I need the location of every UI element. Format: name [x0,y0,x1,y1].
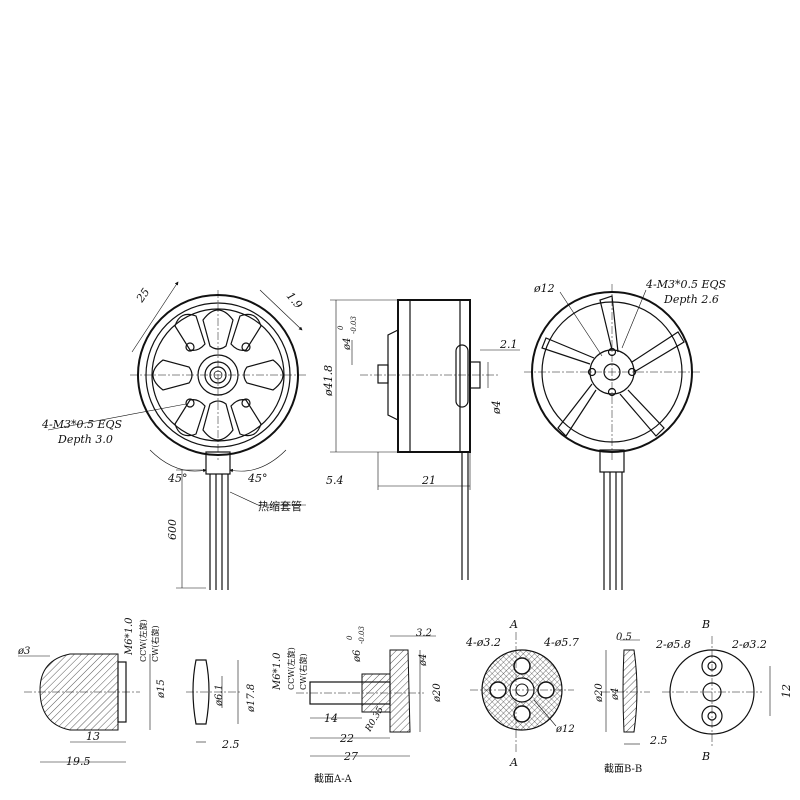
nut-ccw-label: CCW(左旋) [138,619,148,662]
washer-dia178-label: ø17.8 [246,684,257,713]
heat-shrink-label: 热缩套管 [258,499,302,513]
plate-a-holes2-label: 4-ø5.7 [543,636,579,649]
side-shaft-tol-label: 0 [337,325,345,330]
side-shaft-dia-label: ø4 [342,338,353,351]
plate-a-holes1-label: 4-ø3.2 [465,636,501,649]
prop-nut-view: ø3 M6*1.0 CCW(左旋) CW(右旋) ø15 13 19.5 [17,617,167,768]
adapter-dia20-label: ø20 [432,683,443,703]
plate-side-dia4-label: ø4 [610,688,621,701]
plate-b-holes1-label: 2-ø5.8 [655,638,691,651]
adapter-dia6-label: ø6 [352,649,363,663]
nut-len195-label: 19.5 [66,755,91,768]
plate-side-thk-label: 2.5 [649,734,668,747]
adapter-ccw-label: CCW(左旋) [286,647,296,690]
front-dim-25: 25 [133,286,152,306]
adapter-dim32-label: 3.2 [416,628,432,639]
side-dim-21b-label: 21 [421,474,436,487]
nut-dia15-label: ø15 [156,679,167,699]
adapter-dia6-tol-label: 0 [346,635,354,640]
washer-thk-label: 2.5 [221,738,240,751]
adapter-dia4-label: ø4 [418,654,429,667]
front-thread-label: 4-M3*0.5 EQS [41,418,123,431]
plate-b-view: B B 2-ø5.8 2-ø3.2 12 [655,618,793,763]
front-depth-label: Depth 3.0 [57,433,113,446]
prop-adapter-view: M6*1.0 CCW(左旋) CW(右旋) ø6 0 -0.03 3.2 ø4 … [272,626,443,785]
nut-thread-label: M6*1.0 [124,617,135,656]
side-dim-21-label: 2.1 [499,338,518,351]
side-view: ø41.8 ø4 0 -0.03 2.1 ø4 5.4 21 [322,299,520,580]
front-view: 25 1.9 4-M3*0.5 EQS Depth 3.0 45° 45° 60… [41,281,306,590]
plate-a-letter-bottom: A [509,756,518,769]
plate-a-dia12-label: ø12 [555,724,575,735]
plate-a-letter-top: A [509,618,518,631]
rear-depth-label: Depth 2.6 [663,293,719,306]
rear-center-dia-label: ø12 [533,282,555,295]
adapter-len27-label: 27 [343,750,358,763]
plate-side-dim05-label: 0.5 [616,632,632,643]
angle-right-label: 45° [247,472,268,485]
adapter-len22-label: 22 [339,732,354,745]
nut-cw-label: CW(右旋) [150,625,160,662]
plate-a-view: A A 4-ø3.2 4-ø5.7 ø12 [465,618,579,769]
plate-side-view: 0.5 ø20 ø4 2.5 截面B-B [594,632,668,775]
rear-thread-label: 4-M3*0.5 EQS [645,278,727,291]
section-aa-label: 截面A-A [314,772,353,785]
section-bb-label: 截面B-B [604,762,642,775]
plate-b-letter-bottom: B [701,750,710,763]
side-dia4-label: ø4 [490,400,503,415]
plate-side-dia20-label: ø20 [594,683,605,703]
side-outer-dia-label: ø41.8 [322,365,335,397]
adapter-thread-label: M6*1.0 [272,652,283,691]
nut-dia3-label: ø3 [17,646,30,657]
washer-dia61-label: ø6.1 [214,684,225,707]
adapter-len14-label: 14 [324,712,338,725]
nut-len13-label: 13 [86,730,100,743]
wire-length-label: 600 [166,519,179,540]
angle-left-label: 45° [167,472,188,485]
rear-view: ø12 4-M3*0.5 EQS Depth 2.6 [524,278,727,590]
side-shaft-tol2-label: -0.03 [350,316,358,334]
adapter-cw-label: CW(右旋) [298,653,308,690]
front-dim-19: 1.9 [284,290,305,312]
washer-view: ø6.1 ø17.8 2.5 [186,659,257,751]
side-dim-54-label: 5.4 [326,474,344,487]
plate-b-holes2-label: 2-ø3.2 [731,638,767,651]
adapter-dia6-tol2-label: -0.03 [358,626,366,644]
plate-b-letter-top: B [701,618,710,631]
plate-b-dim12-label: 12 [780,684,793,698]
